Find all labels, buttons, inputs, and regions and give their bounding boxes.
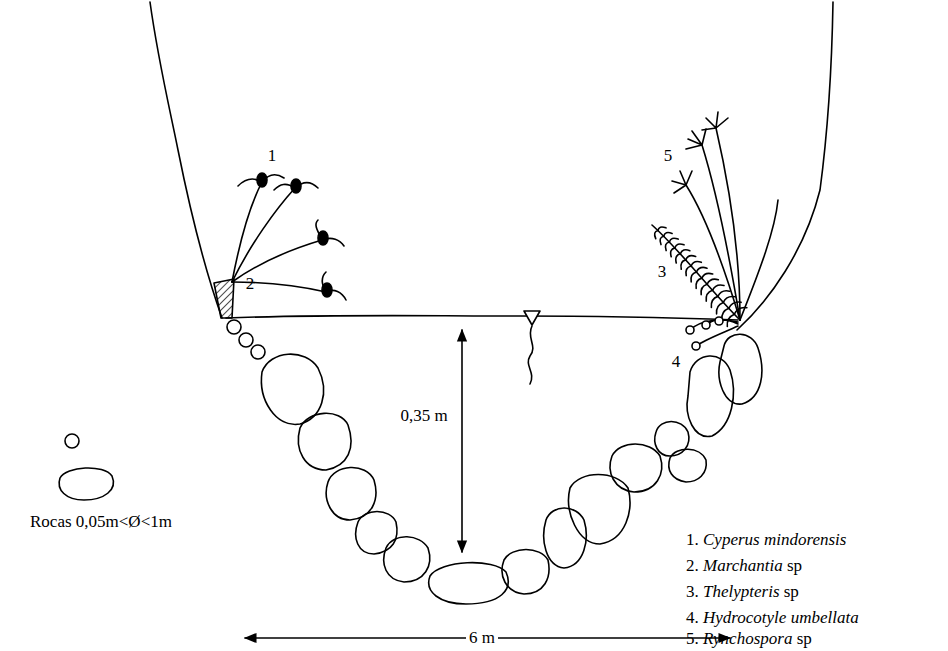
frond-leaflet (706, 290, 712, 301)
species-legend: 3. Thelypteris sp (686, 582, 799, 602)
frond-leaflet (680, 250, 689, 254)
species-legend: 1. Cyperus mindorensis (686, 530, 846, 550)
frond-leaflet (658, 227, 666, 231)
frond-leaflet (712, 285, 724, 290)
callout-number: 1 (268, 146, 277, 166)
frond-leaflet (660, 236, 664, 244)
frond-leaflet (665, 242, 669, 251)
frond-leaflet (681, 260, 686, 269)
frond-leaflet (671, 248, 675, 257)
callout-number: 4 (672, 352, 681, 372)
frond-leaflet (655, 230, 658, 238)
frond-leaflet (723, 296, 735, 302)
frond-leaflet (707, 279, 718, 284)
species-legend: 4. Hydrocotyle umbellata (686, 608, 859, 628)
frond-leaflet (696, 267, 707, 272)
species-legend: 5. Rynchospora sp (686, 629, 812, 649)
frond-leaflet (701, 284, 707, 294)
frond-leaflet (676, 254, 681, 263)
dimension-label: 0,35 m (397, 406, 450, 426)
species-legend: 2. Marchantia sp (686, 556, 802, 576)
frond-leaflet (675, 244, 684, 248)
legend-text: Rocas 0,05m<Ø<1m (30, 512, 172, 532)
callout-number: 2 (246, 274, 255, 294)
callout-number: 3 (658, 262, 667, 282)
frond-leaflet (716, 302, 723, 313)
frond-leaflet (686, 256, 696, 260)
frond-leaflet (734, 308, 747, 315)
frond-leaflet (686, 266, 691, 276)
frond-leaflet (729, 302, 741, 308)
frond-leaflet (664, 233, 672, 237)
frond-leaflet (718, 291, 730, 297)
frond-leaflet (691, 262, 701, 266)
dimension-label: 6 m (466, 628, 498, 648)
frond-leaflet (702, 273, 713, 278)
frond-leaflet (711, 296, 718, 307)
frond-leaflet (696, 278, 702, 288)
frond-leaflet (669, 238, 678, 242)
frond-leaflet (691, 272, 697, 282)
callout-number: 5 (664, 146, 673, 166)
